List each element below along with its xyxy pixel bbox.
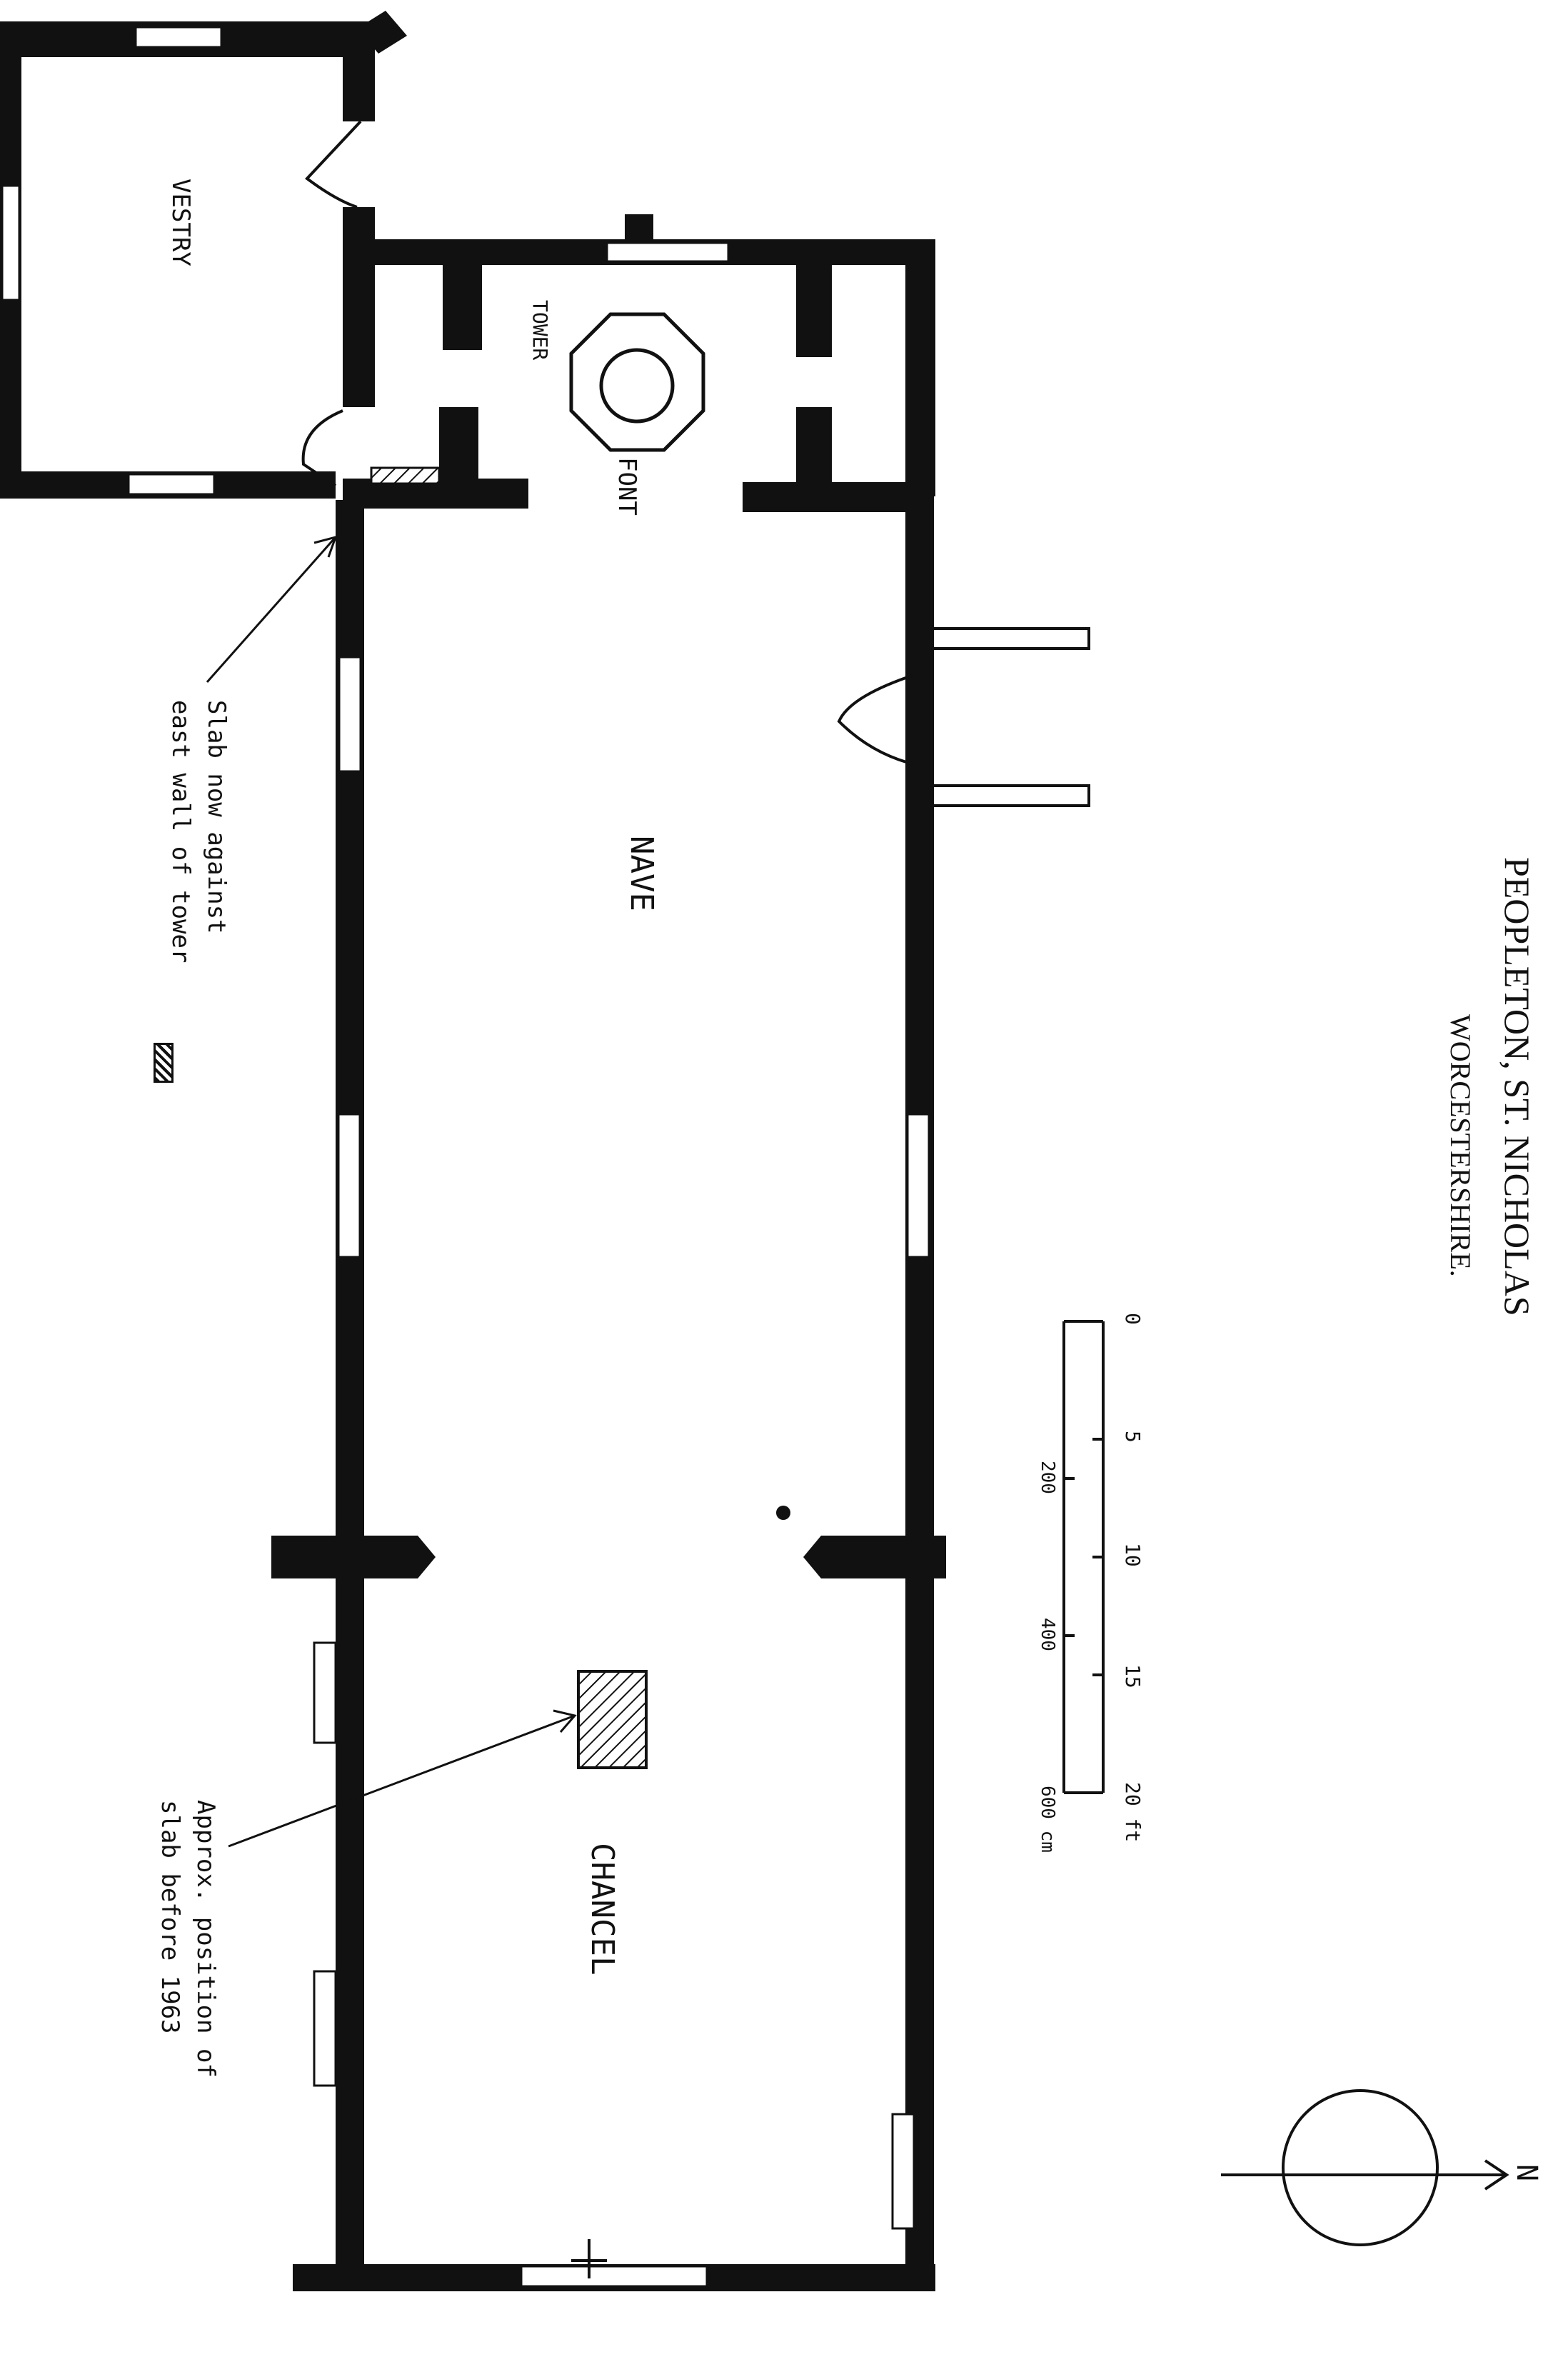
vestry-wall-east-lower: [343, 207, 375, 407]
compass-arrowhead: [1484, 2159, 1509, 2191]
slab-before-note-line1: Approx. position of: [191, 1800, 220, 2078]
scale-feet-5: 5: [1121, 1431, 1145, 1443]
compass-circle: [1282, 2089, 1439, 2246]
scale-cm-200: 200: [1037, 1461, 1058, 1494]
chancel-arch-left-tip: [418, 1536, 436, 1578]
window: [1, 184, 21, 301]
font-octagon: [569, 312, 705, 452]
tower-door: [301, 409, 343, 487]
vestry-door: [305, 120, 362, 209]
tower-stub-west: [625, 214, 653, 246]
scale-feet-20: 20 ft: [1121, 1782, 1145, 1843]
slab-now-arrowhead: [313, 535, 338, 558]
slab-before-note-line2: slab before 1963: [156, 1800, 184, 2034]
scale-feet-0: 0: [1121, 1313, 1145, 1325]
vestry-label: VESTRY: [166, 179, 195, 266]
vestry-buttress: [357, 11, 407, 54]
slab-before-1963: [577, 1670, 648, 1769]
tower-south-wall-right: [743, 482, 928, 512]
chancel-arch-left: [271, 1536, 418, 1578]
porch-wall-right: [930, 784, 1090, 807]
chancel-arch-right-tip: [803, 1536, 821, 1578]
scale-feet-10: 10: [1121, 1543, 1145, 1567]
slab-legend-swatch: [154, 1043, 174, 1083]
window: [313, 1641, 337, 1744]
compass-north-label: N: [1510, 2164, 1543, 2182]
window: [906, 1113, 930, 1258]
tower-pier-nw: [443, 239, 482, 350]
tower-pier-ne: [796, 264, 832, 357]
font-label: FONT: [613, 457, 641, 516]
window: [313, 1970, 337, 2087]
plan-title: PEOPLETON, ST. NICHOLAS: [1497, 857, 1537, 1316]
nave-wall-north: [336, 500, 364, 2286]
slab-current: [370, 466, 441, 485]
window: [337, 1113, 361, 1258]
slab-before-arrowhead: [553, 1709, 577, 1733]
chancel-label: CHANCEL: [584, 1843, 620, 1976]
scale-cm-400: 400: [1037, 1618, 1058, 1651]
slab-now-note-line1: Slab now against: [202, 700, 231, 934]
window: [605, 241, 730, 263]
tower-wall-east: [905, 239, 935, 496]
window: [134, 26, 223, 49]
nave-label: NAVE: [623, 836, 660, 911]
porch-wall-left: [930, 627, 1090, 650]
font-basin: [599, 348, 675, 424]
slab-before-arrow: [228, 1714, 576, 1848]
plan-subtitle: WORCESTERSHIRE.: [1444, 1014, 1477, 1277]
scale-feet-15: 15: [1121, 1664, 1145, 1688]
slab-now-arrow: [206, 536, 337, 683]
nave-south-door: [837, 674, 915, 766]
window: [338, 656, 362, 773]
window: [127, 473, 216, 496]
nave-wall-south: [905, 496, 934, 2286]
tower-label: TOWER: [528, 300, 552, 361]
slab-now-note-line2: east wall of tower: [166, 700, 195, 964]
chancel-arch-right: [821, 1536, 946, 1578]
scale-cm-600: 600 cm: [1037, 1786, 1058, 1853]
window: [891, 2113, 915, 2230]
nave-dot: [776, 1506, 790, 1520]
window: [520, 2265, 708, 2288]
